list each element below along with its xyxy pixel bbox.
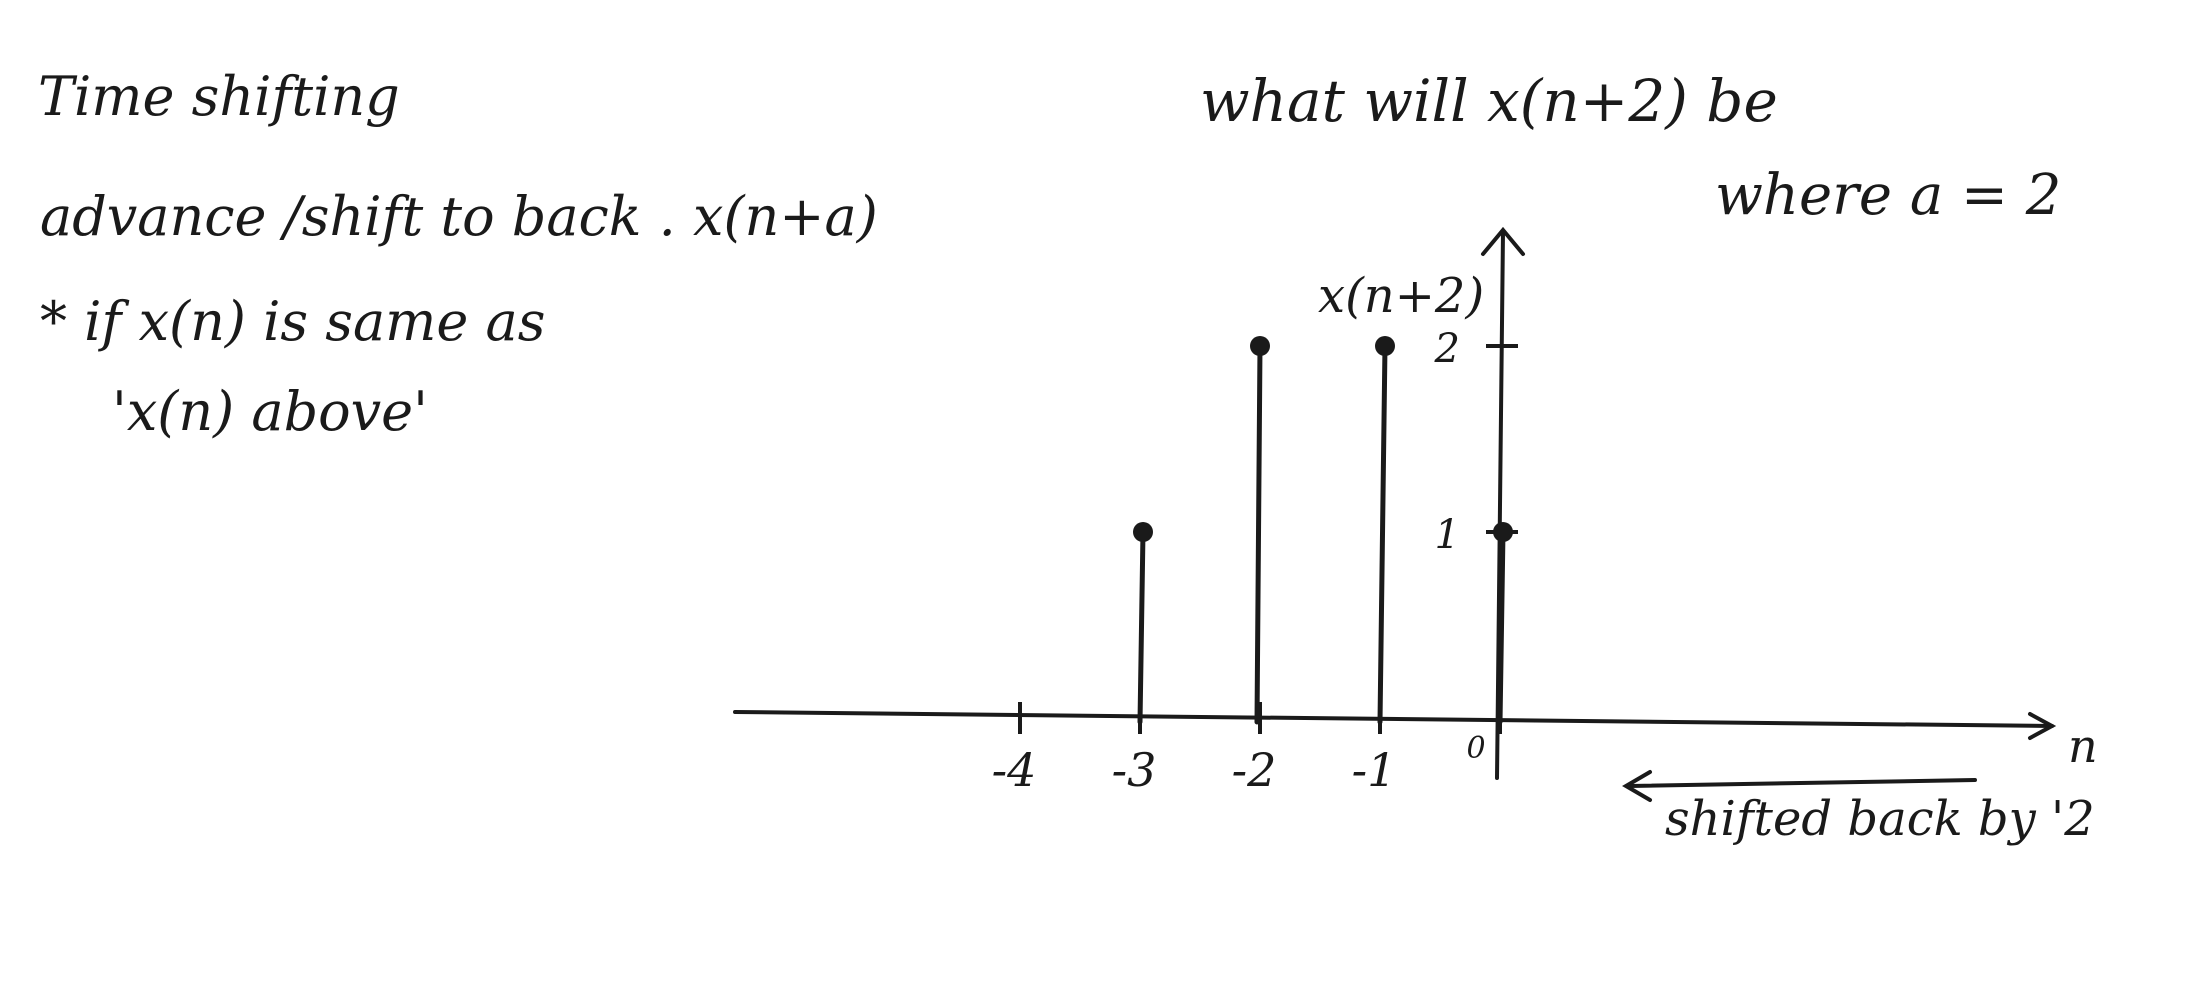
y-axis-label: x(n+2)	[1318, 268, 1484, 324]
stems-group	[1133, 336, 1513, 725]
advance-definition: advance /shift to back . x(n+a)	[40, 185, 878, 248]
stem-line	[1377, 343, 1388, 725]
x-ticks-group: -4 -3 -2 -1 0	[992, 702, 1502, 797]
y-tick-label: 1	[1435, 512, 1460, 558]
x-tick-label: -3	[1112, 743, 1157, 797]
same-as-note: * if x(n) is same as	[40, 290, 546, 353]
y-tick-label: 2	[1434, 326, 1460, 372]
stem-line	[1254, 343, 1263, 725]
stem-point	[1493, 522, 1513, 542]
x-tick-label: -1	[1352, 743, 1397, 797]
x-axis-label: n	[2068, 719, 2098, 773]
shifted-back-note: shifted back by '2	[1665, 791, 2095, 847]
x-tick-label: -2	[1232, 743, 1277, 797]
x-axis-line	[733, 710, 2054, 728]
heading-time-shifting: Time shifting	[38, 65, 400, 128]
plot-axes: n x(n+2)	[733, 226, 2098, 802]
y-axis-line	[1495, 230, 1505, 780]
stem-line	[1497, 529, 1506, 725]
x-tick-label: 0	[1466, 731, 1485, 766]
question-text: what will x(n+2) be	[1200, 67, 1778, 135]
stem-line	[1137, 529, 1146, 725]
shift-arrow-head	[1622, 770, 1652, 802]
where-condition: where a = 2	[1715, 163, 2062, 228]
stem-point	[1133, 522, 1153, 542]
shift-arrow-line	[1628, 778, 1977, 788]
x-axis-arrowhead	[2028, 712, 2057, 740]
y-ticks-group: 12	[1434, 326, 1518, 558]
y-axis-arrowhead	[1481, 226, 1525, 256]
stem-point	[1375, 336, 1395, 356]
stem-point	[1250, 336, 1270, 356]
x-tick-label: -4	[992, 743, 1037, 797]
above-reference-note: 'x(n) above'	[112, 380, 428, 443]
